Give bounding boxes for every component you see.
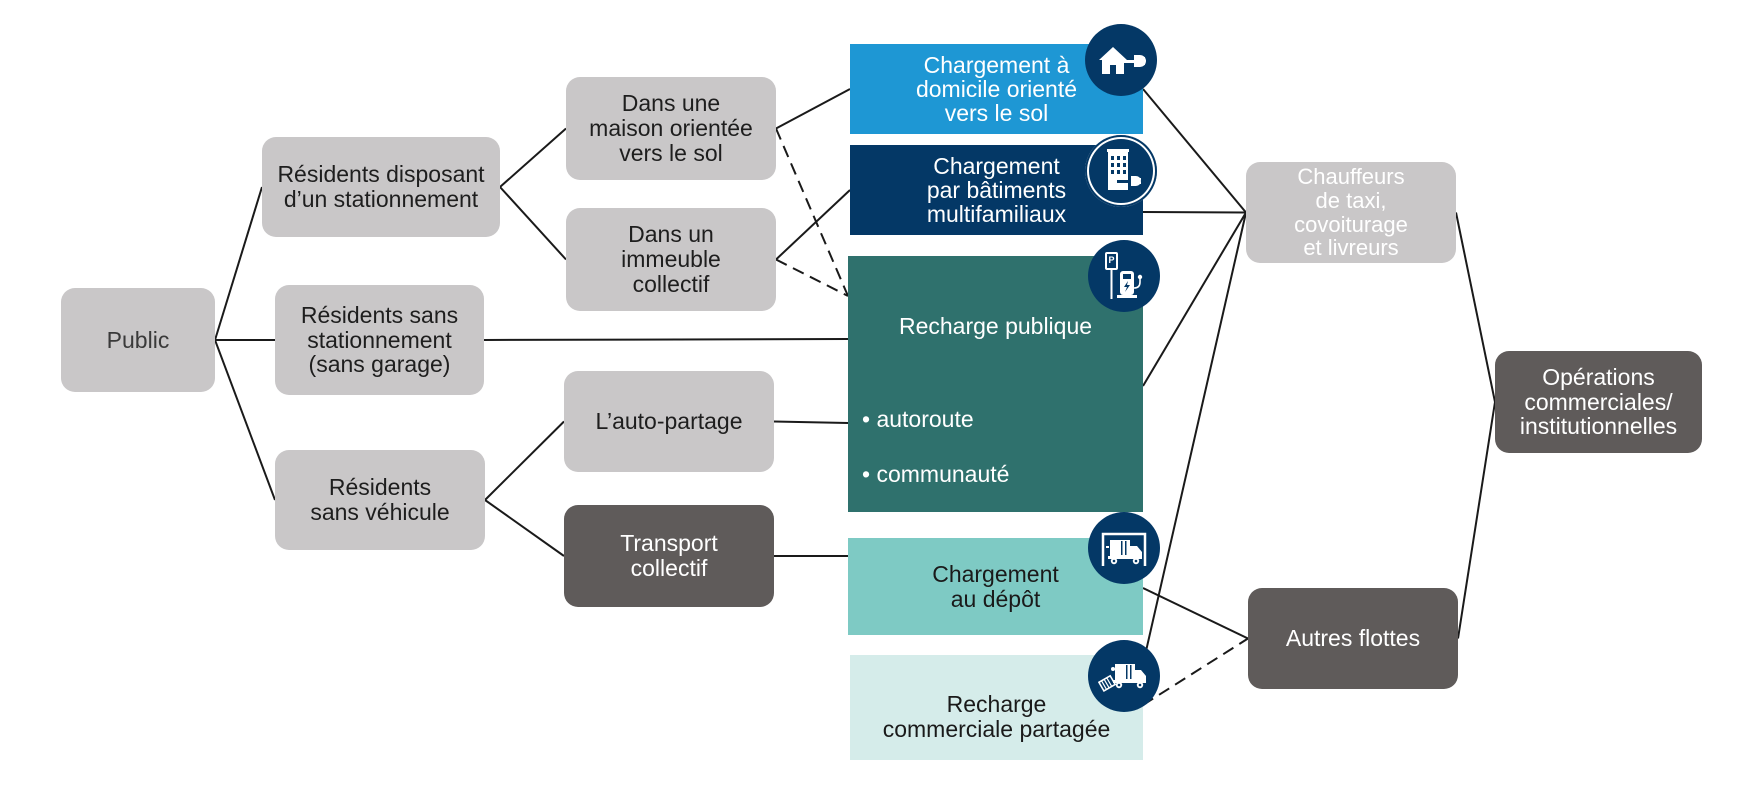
connector-residents-parking-to-building <box>499 186 567 261</box>
connector-house-to-home-charging <box>775 88 851 130</box>
public-charging-list: autoroute communauté lieu de travail <box>862 378 1012 571</box>
connector-home-charging-to-drivers <box>1142 88 1247 214</box>
node-residents-without-parking: Résidents sans stationnement (sans garag… <box>275 285 484 395</box>
node-carsharing: L’auto-partage <box>564 371 774 472</box>
truck-depot-icon <box>1088 512 1160 584</box>
public-charging-item: autoroute <box>862 406 1012 434</box>
house-plug-icon <box>1085 24 1157 96</box>
node-public-transit: Transport collectif <box>564 505 774 607</box>
node-other-fleets: Autres flottes <box>1248 588 1458 689</box>
node-taxi-rideshare-delivery-drivers: Chauffeurs de taxi, covoiturage et livre… <box>1246 162 1456 263</box>
public-charging-item: lieu de travail <box>862 516 1012 544</box>
connector-depot-charging-to-other-fleets <box>1142 587 1249 640</box>
node-ground-oriented-house: Dans une maison orientée vers le sol <box>566 77 776 180</box>
node-apartment-building: Dans un immeuble collectif <box>566 208 776 311</box>
node-public: Public <box>61 288 215 392</box>
connector-drivers-to-commercial-ops <box>1455 212 1496 403</box>
connector-residents-no-parking-to-public-charging <box>483 338 849 341</box>
connector-multifamily-charging-to-drivers <box>1142 211 1247 214</box>
node-residents-with-parking: Résidents disposant d’un stationnement <box>262 137 500 237</box>
connector-public-to-residents-no-vehicle <box>214 339 276 501</box>
public-charging-title: Recharge publique <box>898 313 1093 339</box>
connector-public-to-residents-parking <box>214 186 263 341</box>
connector-residents-parking-to-house <box>499 127 567 188</box>
connector-carsharing-to-public-charging <box>773 420 849 424</box>
node-residents-without-vehicle: Résidents sans véhicule <box>275 450 485 550</box>
connector-residents-no-vehicle-to-carsharing <box>484 420 565 501</box>
public-charging-item: communauté <box>862 461 1012 489</box>
connector-house-to-public-charging <box>775 128 849 297</box>
node-commercial-institutional-operations: Opérations commerciales/ institutionnell… <box>1495 351 1702 453</box>
apartment-plug-icon <box>1085 135 1157 207</box>
connector-shared-commercial-to-other-fleets <box>1142 637 1249 706</box>
node-public-charging: Recharge publique autoroute communauté l… <box>848 256 1143 542</box>
connector-building-to-public-charging <box>775 258 849 297</box>
connector-other-fleets-to-commercial-ops <box>1457 401 1496 639</box>
connector-building-to-multifamily-charging <box>775 189 851 261</box>
svg-text:P: P <box>1109 255 1115 265</box>
parking-charging-station-icon: P <box>1088 240 1160 312</box>
connector-public-charging-to-drivers <box>1142 211 1247 387</box>
connector-residents-no-vehicle-to-transit <box>484 499 565 557</box>
truck-loading-icon <box>1088 640 1160 712</box>
